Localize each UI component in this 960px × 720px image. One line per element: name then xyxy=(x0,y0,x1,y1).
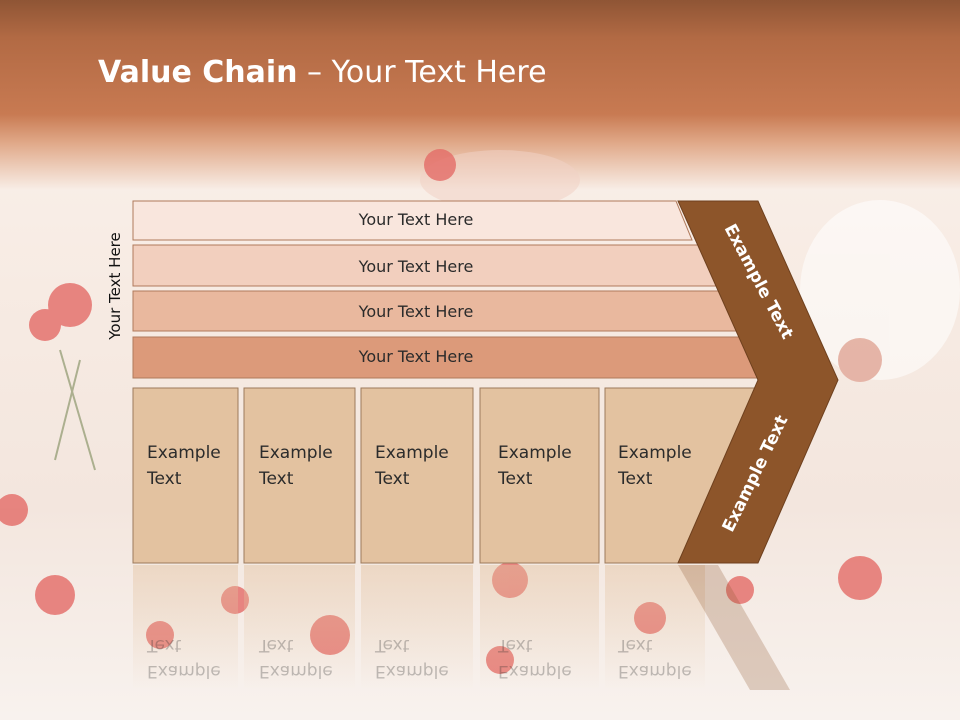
bar-4-label: Your Text Here xyxy=(358,347,474,366)
column-2-reflection-line2: Text xyxy=(259,635,294,655)
column-2-reflection-line1: Example xyxy=(259,661,333,681)
title-bold: Value Chain xyxy=(98,55,298,90)
column-3-reflection: Example Text xyxy=(375,632,449,684)
chevron-arrow xyxy=(677,200,839,564)
column-1-line2: Text xyxy=(147,469,182,489)
column-5-reflection-line2: Text xyxy=(618,635,653,655)
column-1-reflection: Example Text xyxy=(147,632,221,684)
bar-1-label: Your Text Here xyxy=(358,210,474,229)
column-2-reflection: Example Text xyxy=(259,632,333,684)
column-4-reflection: Example Text xyxy=(498,632,572,684)
bar-2-label: Your Text Here xyxy=(358,257,474,276)
column-4-reflection-line1: Example xyxy=(498,661,572,681)
column-3-reflection-line1: Example xyxy=(375,661,449,681)
bar-1 xyxy=(132,200,693,241)
bar-3-label: Your Text Here xyxy=(358,302,474,321)
column-5-line1: Example xyxy=(618,443,692,463)
title-rest: – Your Text Here xyxy=(297,55,547,90)
column-5-reflection-line1: Example xyxy=(618,661,692,681)
column-2-line1: Example xyxy=(259,443,333,463)
column-4-reflection-line2: Text xyxy=(498,635,533,655)
column-1-reflection-line1: Example xyxy=(147,661,221,681)
column-2 xyxy=(243,387,356,564)
column-3-line1: Example xyxy=(375,443,449,463)
column-4-line1: Example xyxy=(498,443,572,463)
column-4 xyxy=(479,387,600,564)
column-1 xyxy=(132,387,239,564)
column-3-reflection-line2: Text xyxy=(375,635,410,655)
column-3 xyxy=(360,387,474,564)
column-2-line2: Text xyxy=(259,469,294,489)
column-3-line2: Text xyxy=(375,469,410,489)
column-4-line2: Text xyxy=(498,469,533,489)
slide-title: Value Chain – Your Text Here xyxy=(98,55,547,90)
column-5-reflection: Example Text xyxy=(618,632,692,684)
reflection xyxy=(133,565,790,690)
column-5-line2: Text xyxy=(618,469,653,489)
column-1-reflection-line2: Text xyxy=(147,635,182,655)
column-1-line1: Example xyxy=(147,443,221,463)
